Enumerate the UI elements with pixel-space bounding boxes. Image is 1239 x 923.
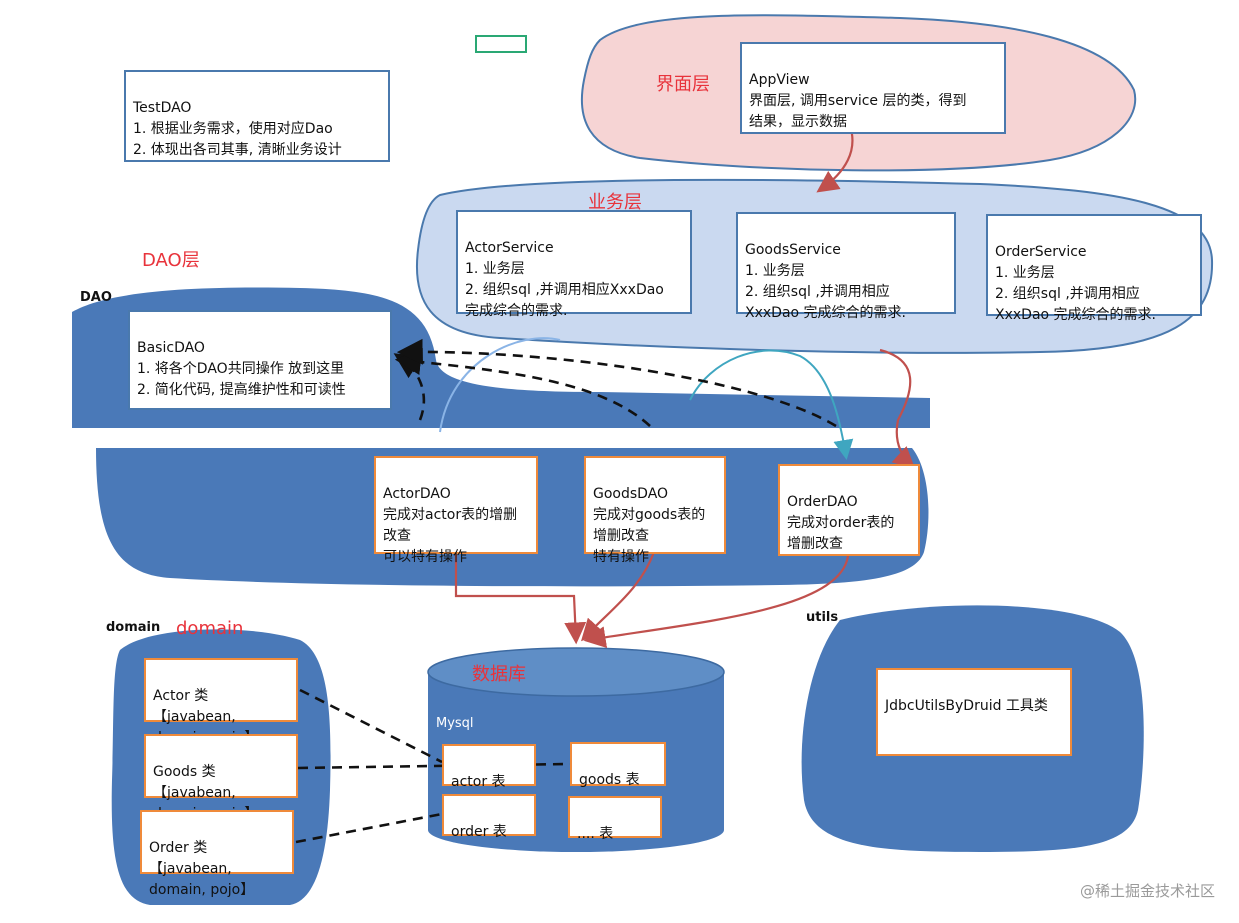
goodsdao-box: GoodsDAO 完成对goods表的 增删改查 特有操作 — [584, 456, 726, 565]
arrow-service-to-orderdao — [879, 348, 916, 469]
order-class-body: domain, pojo】 — [149, 882, 255, 898]
dao-tag: DAO — [80, 290, 112, 305]
database-layer-label: 数据库 — [472, 664, 526, 685]
dashed-orderdao-to-basicdao — [396, 338, 837, 428]
dashed-order-to-ordertable — [295, 812, 443, 844]
basicdao-body: 1. 将各个DAO共同操作 放到这里 2. 简化代码, 提高维护性和可读性 — [137, 361, 346, 398]
actor-table-box: actor 表 — [442, 744, 536, 790]
testdao-title: TestDAO — [133, 100, 192, 116]
appview-body: 界面层, 调用service 层的类，得到 结果，显示数据 — [749, 93, 967, 130]
goods-service-body: 1. 业务层 2. 组织sql ,并调用相应 XxxDao 完成综合的需求. — [745, 263, 906, 321]
order-class-box: Order 类【javabean, domain, pojo】 — [140, 810, 294, 898]
order-service-body: 1. 业务层 2. 组织sql ,并调用相应 XxxDao 完成综合的需求. — [995, 265, 1156, 323]
actor-service-box: ActorService 1. 业务层 2. 组织sql ,并调用相应XxxDao… — [456, 210, 692, 319]
order-service-box: OrderService 1. 业务层 2. 组织sql ,并调用相应 XxxDa… — [986, 214, 1202, 323]
goods-table-label: goods 表 — [579, 772, 640, 788]
appview-box: AppView 界面层, 调用service 层的类，得到 结果，显示数据 — [740, 42, 1006, 134]
dao-layer-label: DAO层 — [142, 250, 200, 271]
actordao-body: 完成对actor表的增删 改查 可以特有操作 — [383, 507, 518, 565]
arrow-actordao-to-db — [454, 554, 587, 645]
goods-class-title: Goods 类【javabean, — [153, 764, 236, 801]
actor-service-title: ActorService — [465, 240, 554, 256]
more-tables-box: .... 表 — [568, 796, 662, 842]
orderdao-box: OrderDAO 完成对order表的 增删改查 — [778, 464, 920, 556]
goods-table-box: goods 表 — [570, 742, 666, 788]
goods-class-box: Goods 类【javabean,domain, pojo】 — [144, 734, 298, 822]
arc-goodsservice-to-goodsdao — [689, 349, 854, 460]
testdao-box: TestDAO 1. 根据业务需求，使用对应Dao 2. 体现出各司其事, 清晰业… — [124, 70, 390, 162]
actordao-title: ActorDAO — [383, 486, 451, 502]
testdao-body: 1. 根据业务需求，使用对应Dao 2. 体现出各司其事, 清晰业务设计 — [133, 121, 342, 158]
basicdao-title: BasicDAO — [137, 340, 205, 356]
domain-tag: domain — [106, 620, 161, 635]
order-service-title: OrderService — [995, 244, 1087, 260]
goods-service-box: GoodsService 1. 业务层 2. 组织sql ,并调用相应 XxxDa… — [736, 212, 956, 321]
order-table-box: order 表 — [442, 794, 536, 840]
arrow-orderdao-to-db — [583, 555, 850, 649]
domain-layer-label: domain — [176, 618, 244, 639]
actor-class-title: Actor 类【javabean, — [153, 688, 236, 725]
jdbcutils-title: JdbcUtilsByDruid 工具类 — [885, 698, 1048, 714]
goods-service-title: GoodsService — [745, 242, 841, 258]
ui-layer-label: 界面层 — [656, 74, 710, 95]
orderdao-title: OrderDAO — [787, 494, 858, 510]
actor-table-label: actor 表 — [451, 774, 506, 790]
order-table-label: order 表 — [451, 824, 507, 840]
dashed-actordao-to-basicdao — [393, 353, 426, 421]
dashed-actor-to-actortable — [299, 688, 443, 764]
green-marker — [475, 35, 527, 53]
arc-actorservice-to-actordao — [439, 337, 561, 433]
order-class-title: Order 类【javabean, — [149, 840, 232, 877]
jdbcutils-box: JdbcUtilsByDruid 工具类 — [876, 668, 1072, 756]
mysql-label: Mysql — [436, 716, 474, 731]
actordao-box: ActorDAO 完成对actor表的增删 改查 可以特有操作 — [374, 456, 538, 565]
actor-service-body: 1. 业务层 2. 组织sql ,并调用相应XxxDao 完成综合的需求. — [465, 261, 664, 319]
orderdao-body: 完成对order表的 增删改查 — [787, 515, 895, 552]
utils-tag: utils — [806, 610, 839, 625]
goodsdao-title: GoodsDAO — [593, 486, 669, 502]
goodsdao-body: 完成对goods表的 增删改查 特有操作 — [593, 507, 706, 565]
watermark: @稀土掘金技术社区 — [1079, 882, 1215, 900]
service-layer-label: 业务层 — [588, 192, 642, 213]
dashed-goodsdao-to-basicdao — [394, 349, 651, 427]
more-tables-label: .... 表 — [577, 826, 614, 842]
appview-title: AppView — [749, 72, 810, 88]
actor-class-box: Actor 类【javabean,domain, pojo】 — [144, 658, 298, 746]
basicdao-box: BasicDAO 1. 将各个DAO共同操作 放到这里 2. 简化代码, 提高维护… — [128, 310, 392, 410]
